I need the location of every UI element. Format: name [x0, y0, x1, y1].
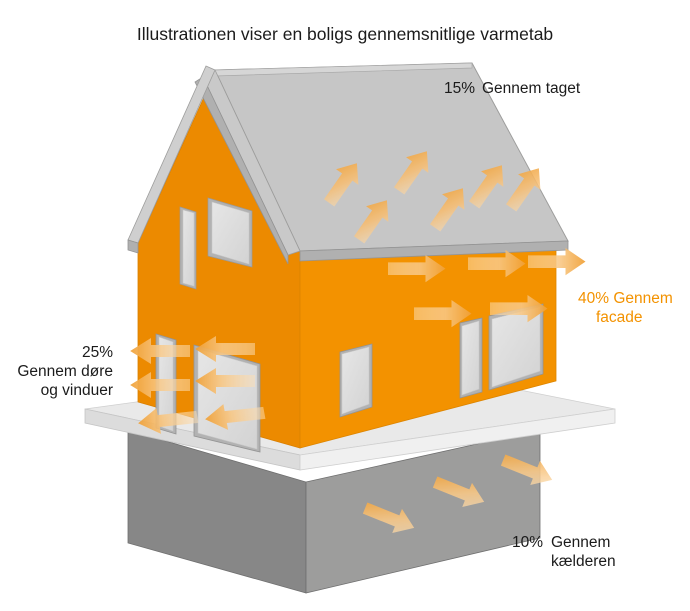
- facade-windows: [339, 303, 544, 418]
- gable-window-narrow-glass: [182, 209, 195, 287]
- label-facade: 40% Gennem facade: [578, 290, 673, 326]
- page-title: Illustrationen viser en boligs gennemsni…: [137, 24, 553, 44]
- cellar-block: [127, 429, 541, 594]
- gable-windows: [179, 197, 253, 290]
- label-roof-text: Gennem taget: [482, 80, 581, 97]
- label-doors-windows-line2: og vinduer: [41, 382, 113, 399]
- label-doors-windows-percent: 25%: [82, 344, 113, 361]
- gable-eave-left-edge: [127, 239, 139, 254]
- label-roof: 15% Gennem taget: [444, 80, 581, 97]
- label-cellar: 10% Gennem kælderen: [512, 534, 616, 570]
- label-facade-text: facade: [596, 309, 643, 326]
- label-doors-windows: 25% Gennem døre og vinduer: [17, 344, 113, 399]
- label-cellar-percent: 10%: [512, 534, 543, 551]
- gable-window-wide-glass: [211, 201, 250, 265]
- label-doors-windows-line1: Gennem døre: [17, 363, 113, 380]
- label-facade-percent: 40% Gennem: [578, 290, 673, 307]
- facade-window-small-glass: [341, 346, 370, 415]
- roof-barge-left-edge: [194, 76, 289, 265]
- label-roof-percent: 15%: [444, 80, 475, 97]
- gable-window-large-glass: [197, 348, 258, 450]
- label-cellar-line1: Gennem: [551, 534, 610, 551]
- facade-window-narrow-glass: [461, 320, 480, 396]
- roof: [127, 62, 569, 265]
- label-cellar-line2: kælderen: [551, 553, 616, 570]
